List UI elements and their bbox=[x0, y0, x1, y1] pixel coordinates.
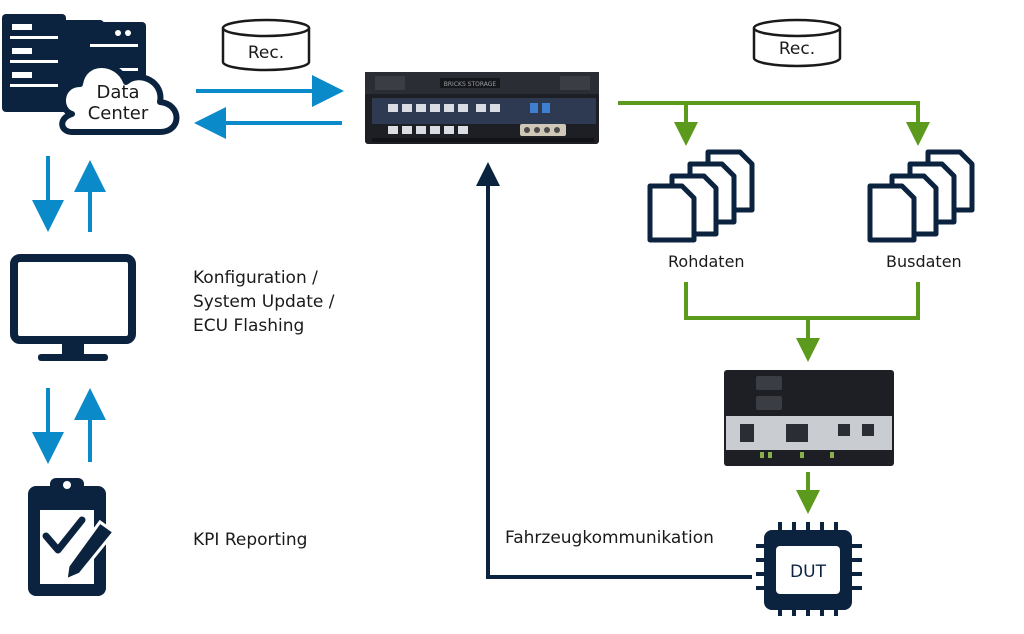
logger-device-image: BRICKS STORAGE bbox=[365, 72, 599, 144]
config-line-system-update: System Update / bbox=[193, 292, 335, 312]
green-merge-line bbox=[684, 282, 920, 320]
rohdaten-label: Rohdaten bbox=[668, 252, 745, 271]
dut-chip-icon: DUT bbox=[756, 522, 862, 616]
datacenter-label-line2: Center bbox=[88, 103, 149, 124]
busdaten-documents-icon bbox=[867, 149, 975, 243]
clipboard-report-icon bbox=[28, 478, 117, 596]
rec-label-right: Rec. bbox=[779, 39, 815, 59]
kpi-reporting-label: KPI Reporting bbox=[193, 530, 308, 550]
monitor-icon bbox=[10, 254, 136, 361]
rec-storage-right: Rec. bbox=[752, 18, 842, 68]
dut-label: DUT bbox=[790, 562, 827, 582]
datacenter-label-line1: Data bbox=[97, 82, 140, 103]
rec-label-left: Rec. bbox=[248, 43, 284, 63]
device-brand-label: BRICKS STORAGE bbox=[444, 81, 497, 88]
player-device-image bbox=[724, 370, 894, 466]
arrow-vehicle-communication bbox=[476, 162, 752, 579]
config-line-konfiguration: Konfiguration / bbox=[193, 268, 318, 288]
datacenter-icon: Data Center bbox=[2, 14, 180, 135]
config-line-ecu-flashing: ECU Flashing bbox=[193, 316, 305, 336]
rec-storage-left: Rec. bbox=[221, 18, 311, 72]
rohdaten-documents-icon bbox=[647, 149, 755, 243]
busdaten-label: Busdaten bbox=[886, 252, 962, 271]
config-update-text: Konfiguration / System Update / ECU Flas… bbox=[193, 266, 335, 338]
vehicle-communication-label: Fahrzeugkommunikation bbox=[505, 528, 714, 548]
